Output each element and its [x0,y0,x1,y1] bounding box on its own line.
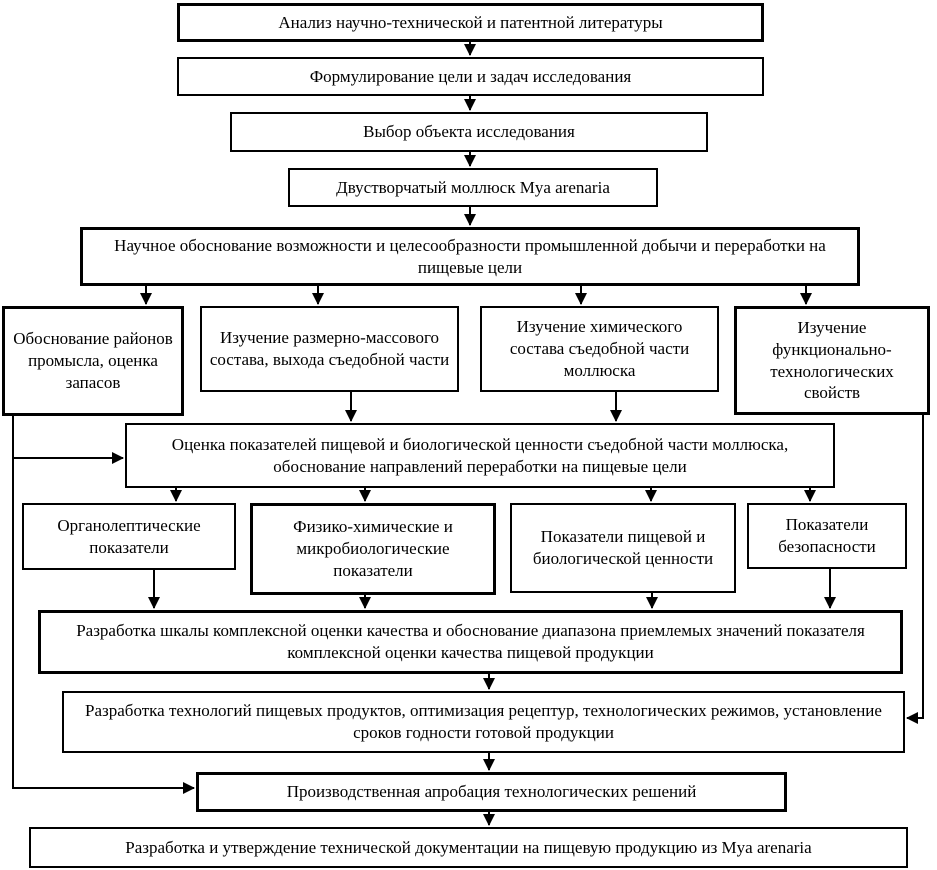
flow-box-technology-development: Разработка технологий пищевых продуктов,… [62,691,905,753]
flow-box-organoleptic-indicators: Органолептические показатели [22,503,236,570]
flow-box-object-selection: Выбор объекта исследования [230,112,708,152]
flow-box-mollusk-mya-arenaria: Двустворчатый моллюск Mya arenaria [288,168,658,207]
flow-box-quality-scale-development: Разработка шкалы комплексной оценки каче… [38,610,903,674]
flow-box-chemical-composition: Изучение химического состава съедобной ч… [480,306,719,392]
flow-box-size-mass-composition: Изучение размерно-массового состава, вых… [200,306,459,392]
flow-box-functional-properties: Изучение функционально-технологических с… [734,306,930,415]
flow-box-literature-analysis: Анализ научно-технической и патентной ли… [177,3,764,42]
flow-box-safety-indicators: Показатели безопасности [747,503,907,569]
flow-box-scientific-substantiation: Научное обоснование возможности и целесо… [80,227,860,286]
flow-box-physico-chemical-indicators: Физико-химические и микробиологические п… [250,503,496,595]
flow-box-nutritional-value-assessment: Оценка показателей пищевой и биологическ… [125,423,835,488]
flow-box-goal-formulation: Формулирование цели и задач исследования [177,57,764,96]
flow-box-fishing-areas: Обоснование районов промысла, оценка зап… [2,306,184,416]
flow-box-technical-documentation: Разработка и утверждение технической док… [29,827,908,868]
flow-box-production-approbation: Производственная апробация технологическ… [196,772,787,812]
flow-box-nutritional-indicators: Показатели пищевой и биологической ценно… [510,503,736,593]
